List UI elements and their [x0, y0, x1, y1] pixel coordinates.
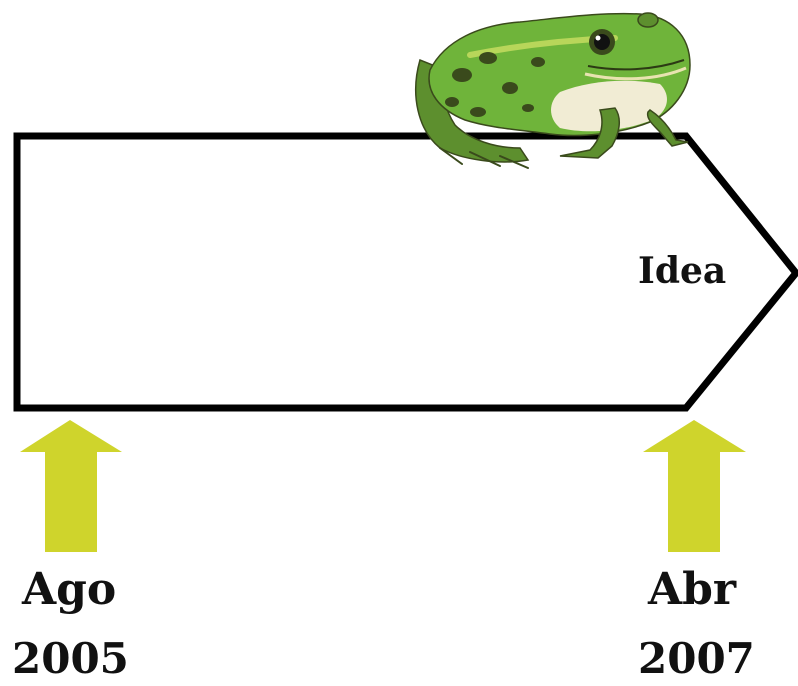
start-month-label: Ago	[22, 564, 117, 615]
frog-image	[415, 12, 691, 169]
end-month-label: Abr	[648, 564, 737, 615]
shape-label: Idea	[638, 250, 727, 292]
start-year-label: 2005	[12, 634, 129, 683]
start-marker-arrow	[20, 420, 122, 552]
end-marker-arrow	[643, 420, 746, 552]
end-year-label: 2007	[638, 634, 755, 683]
